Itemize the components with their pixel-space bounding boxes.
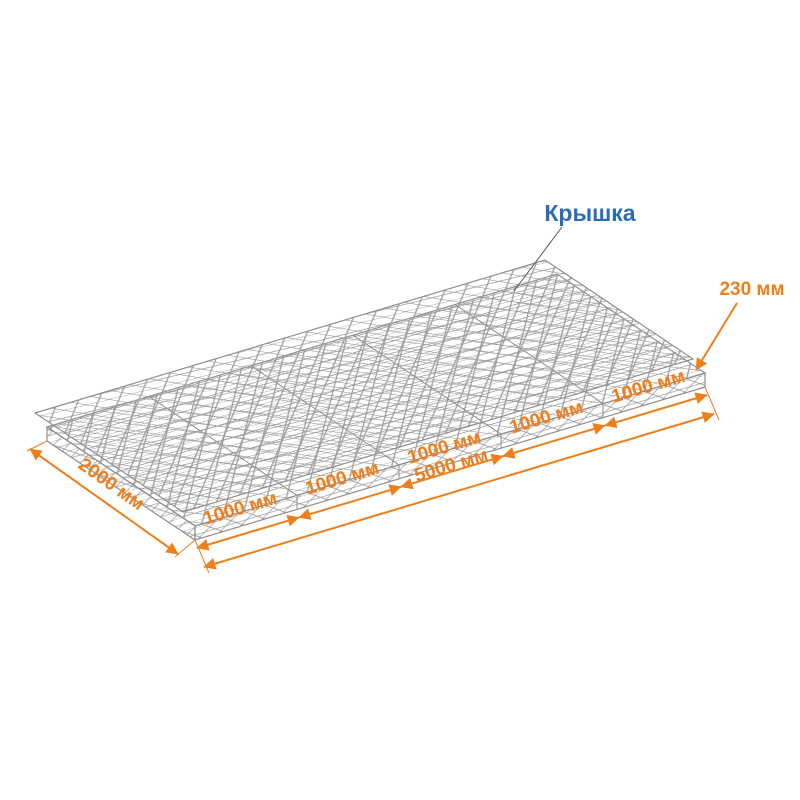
width-dimension-line bbox=[29, 448, 179, 555]
gabion-lid bbox=[33, 259, 695, 513]
lid-label: Крышка bbox=[544, 200, 635, 226]
height-label: 230 мм bbox=[719, 279, 784, 300]
total-length-dimension-line bbox=[203, 411, 715, 570]
lid-leader-line bbox=[513, 226, 563, 292]
extension-lines bbox=[26, 386, 720, 574]
dimension-lines bbox=[26, 302, 738, 574]
height-dimension-line bbox=[695, 302, 738, 371]
